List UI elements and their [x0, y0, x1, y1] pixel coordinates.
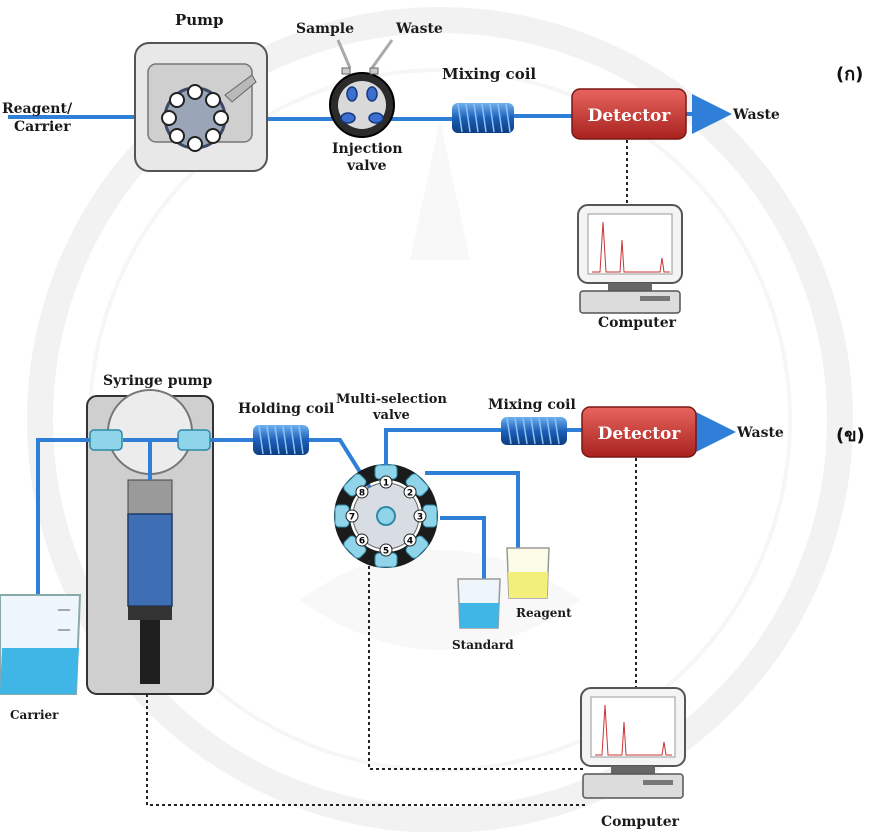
standard-beaker [458, 579, 500, 628]
peristaltic-pump [135, 43, 267, 171]
carrier-beaker [0, 595, 80, 694]
reagent-carrier-label-2: Carrier [14, 119, 71, 135]
valve-to-mixing-tube [386, 430, 503, 465]
valve-port-number: 5 [383, 547, 389, 557]
mixing-coil-label-a: Mixing coil [442, 65, 536, 83]
holding-coil [253, 425, 309, 455]
reagent-beaker [507, 548, 549, 598]
holding-coil-label: Holding coil [238, 401, 334, 417]
panel-a-marker: (ก) [836, 64, 863, 85]
injection-valve [330, 40, 394, 137]
reagent-carrier-label-1: Reagent/ [2, 101, 73, 117]
panel-b-marker: (ข) [836, 425, 865, 446]
detector-label-b: Detector [598, 424, 682, 444]
valve-port-number: 6 [359, 537, 365, 547]
msv-label-2: valve [372, 408, 410, 423]
valve-port-number: 2 [407, 488, 413, 498]
valve-port-number: 7 [349, 513, 355, 523]
injection-label-1: Injection [332, 141, 403, 157]
valve-port-number: 4 [407, 537, 413, 547]
mixing-coil-a [452, 103, 514, 133]
computer-label-a: Computer [598, 315, 677, 331]
syringe-pump-label: Syringe pump [103, 373, 212, 389]
computer-a [578, 205, 682, 313]
waste-out-label-b: Waste [736, 425, 784, 441]
waste-out-label-a: Waste [732, 107, 780, 123]
injection-label-2: valve [346, 158, 387, 174]
valve-port-number: 8 [359, 488, 365, 498]
detector-label-a: Detector [588, 106, 672, 126]
mixing-coil-label-b: Mixing coil [488, 397, 576, 413]
valve-port-number: 1 [383, 479, 389, 489]
computer-label-b: Computer [601, 814, 680, 830]
sample-label: Sample [296, 21, 354, 37]
computer-b [581, 688, 685, 798]
carrier-label: Carrier [10, 708, 59, 722]
waste-top-label: Waste [395, 21, 443, 37]
pump-label: Pump [175, 11, 224, 29]
reagent-label: Reagent [516, 606, 572, 620]
mixing-coil-b [501, 417, 567, 445]
valve-port-number: 3 [417, 513, 423, 523]
standard-label: Standard [452, 638, 514, 652]
msv-label-1: Multi-selection [336, 392, 447, 407]
